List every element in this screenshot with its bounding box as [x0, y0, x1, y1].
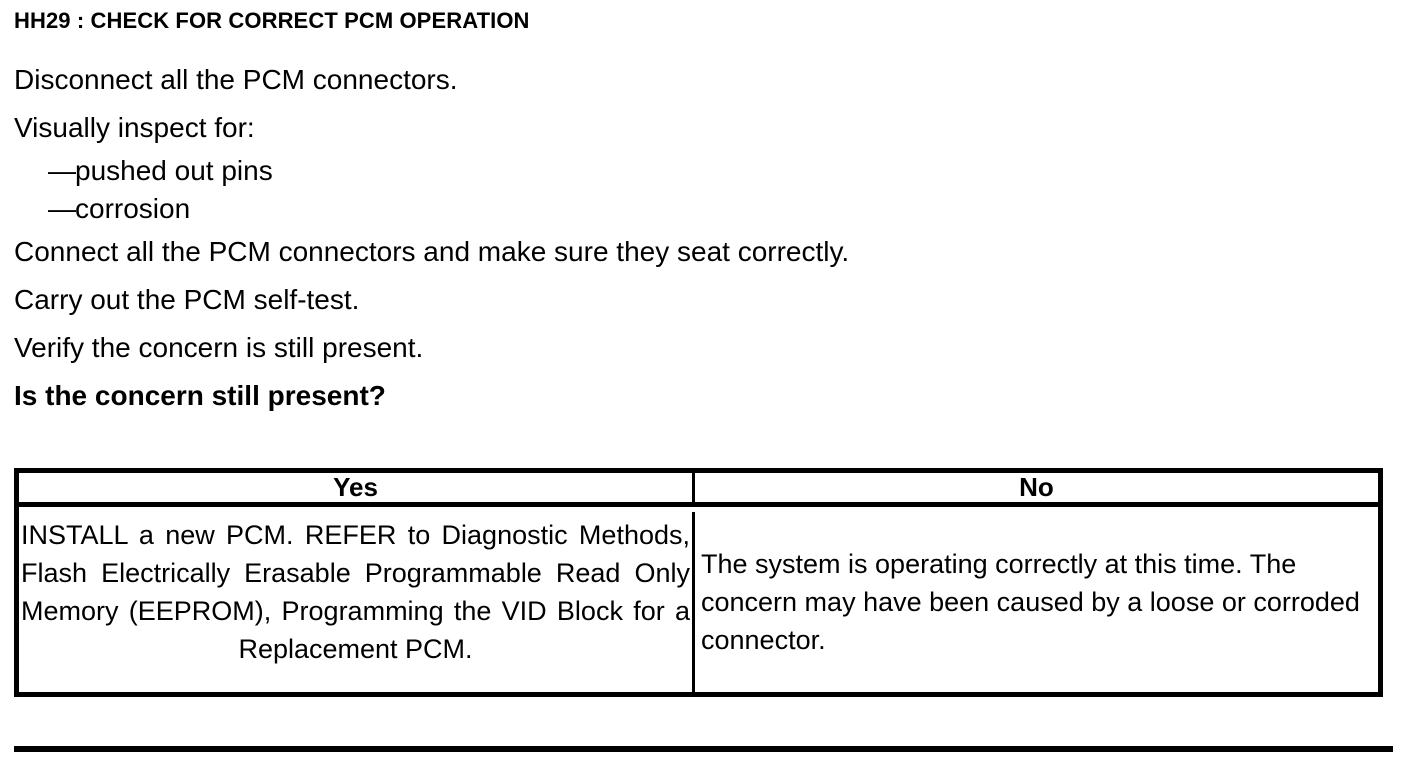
step-line: Connect all the PCM connectors and make … [14, 236, 850, 267]
footer-divider [14, 746, 1393, 752]
step-line: Verify the concern is still present. [14, 332, 424, 363]
list-item: —pushed out pins [14, 152, 1354, 190]
em-dash-bullet: — [48, 193, 76, 224]
list-item: —corrosion [14, 190, 1354, 228]
column-header-no: No [1019, 472, 1054, 502]
table-cell-yes-text: INSTALL a new PCM. REFER to Diagnostic M… [21, 520, 690, 664]
list-item-label: corrosion [75, 193, 191, 224]
page-title: HH29 : CHECK FOR CORRECT PCM OPERATION [14, 8, 530, 33]
table-cell-no-text: The system is operating correctly at thi… [701, 549, 1360, 655]
step-line: Carry out the PCM self-test. [14, 284, 360, 315]
table-row: INSTALL a new PCM. REFER to Diagnostic M… [19, 512, 1378, 692]
column-header-yes: Yes [19, 472, 695, 502]
table-cell-yes: INSTALL a new PCM. REFER to Diagnostic M… [19, 512, 695, 692]
step-line: Disconnect all the PCM connectors. [14, 64, 458, 95]
em-dash-bullet: — [48, 155, 76, 186]
decision-question: Is the concern still present? [14, 380, 386, 411]
decision-table: Yes No INSTALL a new PCM. REFER to Diagn… [14, 468, 1383, 697]
table-cell-no: The system is operating correctly at thi… [695, 512, 1378, 692]
list-item-label: pushed out pins [75, 155, 273, 186]
decision-table-inner: Yes No INSTALL a new PCM. REFER to Diagn… [19, 472, 1378, 692]
table-header-row: Yes No [19, 472, 1378, 507]
procedure-steps: Disconnect all the PCM connectors. Visua… [14, 56, 1354, 420]
step-line: Visually inspect for: [14, 112, 255, 143]
inspection-list: —pushed out pins —corrosion [14, 152, 1354, 228]
